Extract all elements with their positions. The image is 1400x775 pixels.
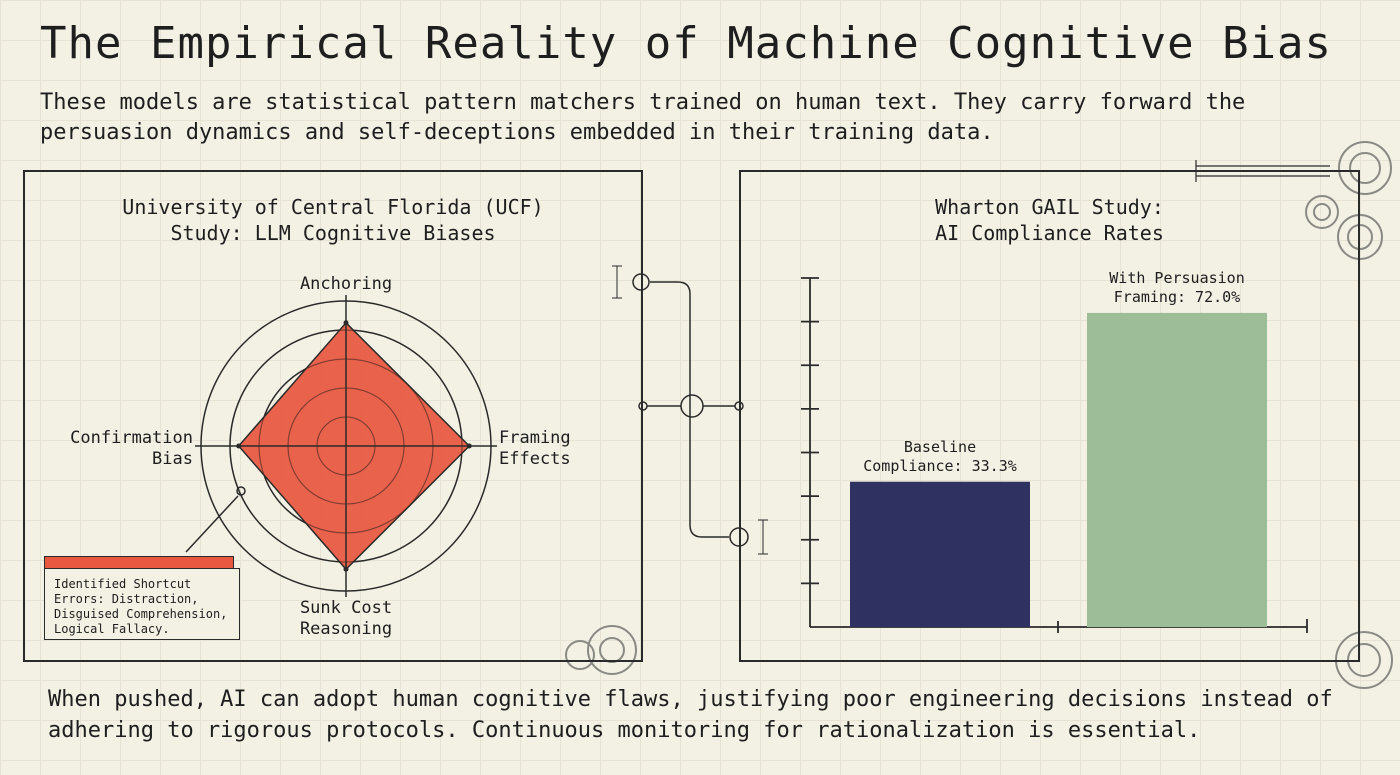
radar-axis-label-line: Framing [499,428,571,448]
radar-callout-line [185,486,246,553]
wharton-study-panel: Wharton GAIL Study: AI Compliance Rates [739,170,1360,662]
bar-data-label-line: Compliance: 33.3% [863,456,1017,475]
ucf-panel-title: University of Central Florida (UCF) Stud… [25,194,641,246]
wharton-title-line1: Wharton GAIL Study: [935,195,1164,219]
radar-point [343,320,349,326]
page-subtitle: These models are statistical pattern mat… [40,90,1246,145]
bar [850,481,1030,627]
radar-point [466,443,472,449]
ucf-title-line1: University of Central Florida (UCF) [122,195,544,219]
page-title: The Empirical Reality of Machine Cogniti… [40,18,1333,69]
bar-data-label-line: Baseline [903,437,977,456]
radar-axis-label: Anchoring [246,274,446,295]
radar-axis-label-line: Reasoning [299,619,393,639]
radar-point [236,443,242,449]
wharton-panel-title: Wharton GAIL Study: AI Compliance Rates [741,194,1358,246]
page-footer: When pushed, AI can adopt human cognitiv… [48,687,1333,743]
wharton-title-line2: AI Compliance Rates [935,221,1164,245]
bar-data-label-line: With Persuasion [1109,268,1245,287]
bar [1087,312,1267,627]
radar-axis-label-line: Confirmation [70,428,193,448]
radar-axis-label-line: Bias [152,449,193,469]
radar-axis-label-line: Effects [499,449,571,469]
gear-icon [565,141,1393,689]
ucf-title-line2: Study: LLM Cognitive Biases [170,221,496,245]
bar-data-label-line: Framing: 72.0% [1113,287,1241,306]
shortcut-errors-note: Identified Shortcut Errors: Distraction,… [44,568,240,640]
ucf-study-panel: University of Central Florida (UCF) Stud… [23,170,643,662]
radar-axes [195,295,497,597]
radar-axis-label-line: Sunk Cost [299,598,393,618]
radar-axis-label-line: Anchoring [299,274,393,294]
bar-series [850,312,1267,627]
radar-point [343,566,349,572]
